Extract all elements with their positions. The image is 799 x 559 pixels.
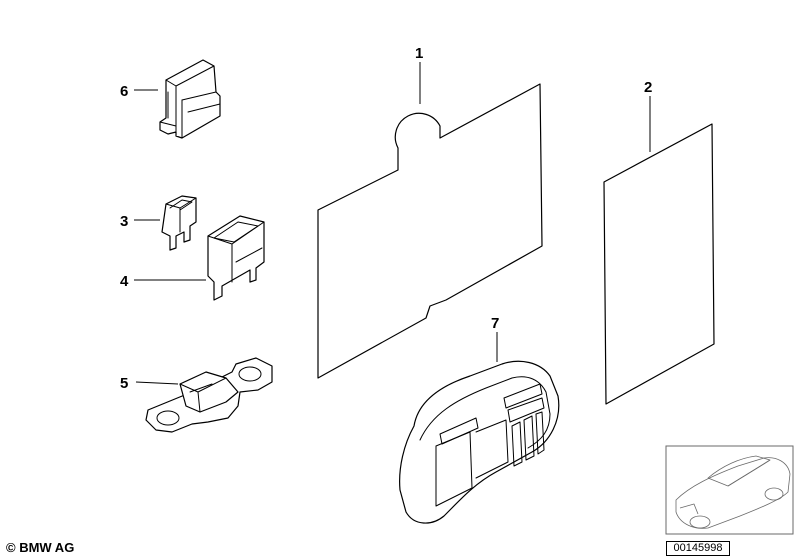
callout-5: 5 [120,375,128,392]
part-5-strip-fuse[interactable] [145,357,273,433]
callout-4: 4 [120,273,129,290]
callout-1: 1 [415,45,423,62]
callout-2: 2 [644,79,652,96]
image-id-label: 00145998 [666,541,730,556]
callout-3: 3 [120,213,128,230]
copyright-notice: © BMW AG [6,540,75,555]
part-3-mini-fuse[interactable] [161,195,197,251]
callout-7: 7 [491,315,499,332]
part-2-fuse-sheet[interactable] [603,123,715,405]
part-1-fuse-chart[interactable] [317,83,543,379]
callout-6: 6 [120,83,128,100]
part-7-fuse-carrier[interactable] [399,360,560,524]
part-4-maxi-fuse[interactable] [207,215,265,301]
part-6-clip[interactable] [159,59,221,139]
vehicle-thumbnail [665,445,794,535]
